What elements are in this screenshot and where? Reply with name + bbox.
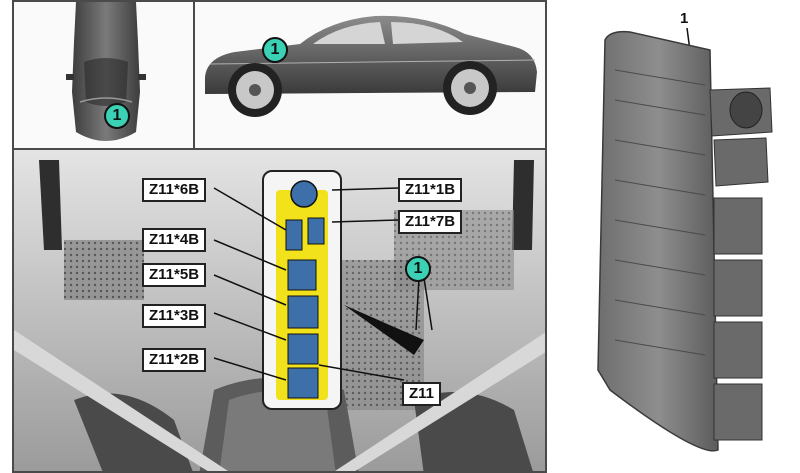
- control-unit-illustration: [597, 30, 773, 452]
- part-number-label: 1: [680, 10, 689, 27]
- callout-top-view: 1: [104, 103, 130, 129]
- car-top-view-illustration: [66, 2, 146, 141]
- label-z11-4b: Z11*4B: [142, 228, 207, 252]
- connector-z11-2b: [287, 367, 319, 399]
- callout-side-view: 1: [262, 37, 288, 63]
- label-z11-1b: Z11*1B: [398, 178, 463, 202]
- leader-lines: [213, 187, 433, 381]
- connector-z11-5b: [287, 295, 319, 329]
- connector-z11-3b: [287, 333, 319, 365]
- connector-z11-7b: [307, 217, 325, 245]
- callout-engine-bay: 1: [405, 256, 431, 282]
- connector-z11-6b: [285, 219, 303, 251]
- side-view-panel: 1: [193, 0, 547, 150]
- label-z11-7b: Z11*7B: [398, 210, 463, 234]
- label-z11-5b: Z11*5B: [142, 263, 207, 287]
- label-z11-6b: Z11*6B: [142, 178, 207, 202]
- engine-bay-panel: Z11*6B Z11*4B Z11*5B Z11*3B Z11*2B Z11*1…: [12, 148, 547, 473]
- connector-z11-1b: [290, 180, 318, 208]
- connector-z11-4b: [287, 259, 317, 291]
- label-z11-2b: Z11*2B: [142, 348, 207, 372]
- car-side-view-illustration: [205, 15, 537, 117]
- label-z11: Z11: [402, 382, 442, 406]
- connector-block-illustration: [276, 180, 328, 400]
- label-z11-3b: Z11*3B: [142, 304, 207, 328]
- connector-inset: [262, 170, 342, 410]
- top-view-panel: 1: [12, 0, 195, 150]
